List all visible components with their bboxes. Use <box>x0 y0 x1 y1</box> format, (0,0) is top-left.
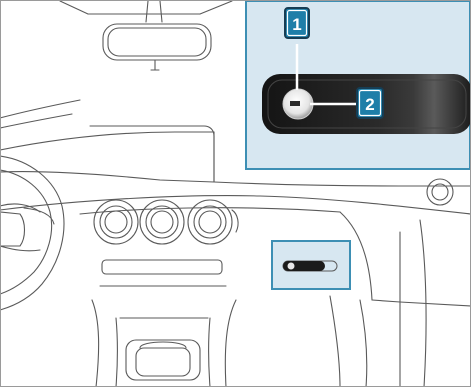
air-vents <box>94 200 238 244</box>
callout-2: 2 <box>357 88 383 118</box>
passenger-dash <box>330 179 471 387</box>
steering-wheel <box>0 156 64 310</box>
callout-1: 1 <box>285 8 309 38</box>
callout-2-label: 2 <box>365 95 374 114</box>
glovebox-highlight <box>272 241 350 289</box>
windshield-lines <box>0 1 232 128</box>
rearview-mirror <box>103 1 211 70</box>
climate-panel <box>100 260 226 286</box>
callout-1-label: 1 <box>292 15 301 34</box>
glovebox-detail-inset <box>246 1 471 169</box>
center-console <box>92 300 236 387</box>
